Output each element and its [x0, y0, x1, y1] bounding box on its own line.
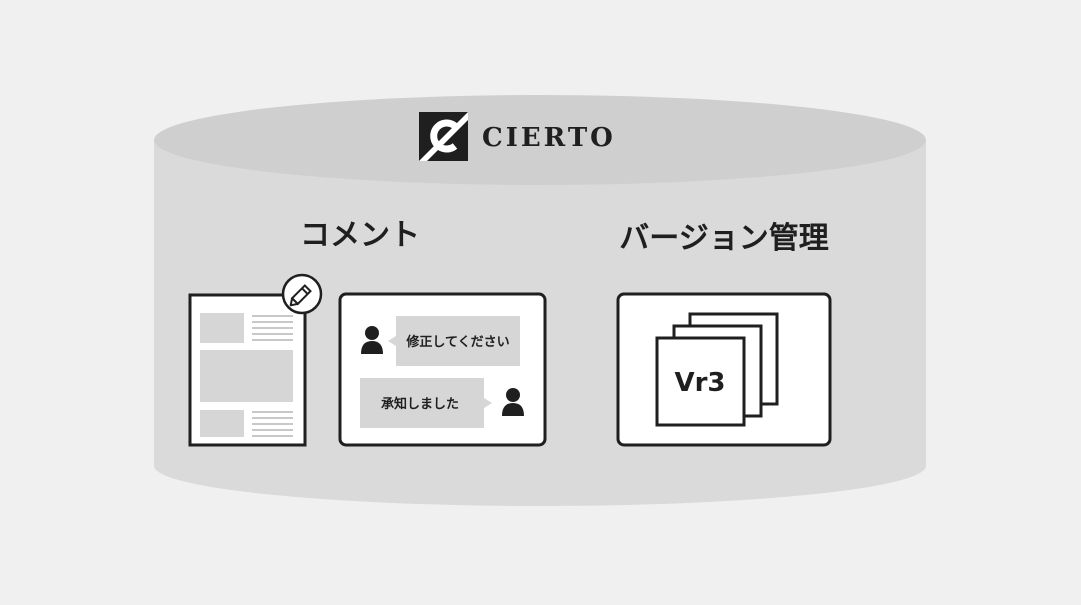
cierto-logo-icon: [419, 112, 468, 161]
document-thumbnail: [188, 273, 323, 447]
chat-card: 修正してください 承知しました: [338, 292, 547, 447]
version-stack: Vr3: [655, 312, 779, 427]
version-card: Vr3: [616, 292, 832, 447]
chat-bubble-request-text: 修正してください: [405, 334, 509, 350]
cylinder-top: [154, 95, 926, 185]
brand-name: CIERTO: [482, 123, 616, 153]
user-icon-2: [502, 388, 524, 416]
comment-section-title: コメント: [300, 218, 420, 253]
chat-bubble-reply: 承知しました: [360, 378, 492, 428]
pencil-icon: [281, 273, 323, 315]
version-section-title: バージョン管理: [619, 221, 828, 256]
doc-main-placeholder: [200, 350, 293, 402]
chat-bubble-reply-text: 承知しました: [381, 396, 459, 412]
brand-logo: CIERTO: [419, 112, 616, 161]
chat-bubble-request: 修正してください: [388, 316, 520, 366]
doc-image-placeholder: [200, 313, 244, 343]
user-icon: [361, 326, 383, 354]
doc-text-lines: [252, 315, 293, 341]
version-label: Vr3: [674, 368, 725, 398]
doc-image-placeholder-2: [200, 410, 244, 437]
doc-text-lines-2: [252, 411, 293, 437]
